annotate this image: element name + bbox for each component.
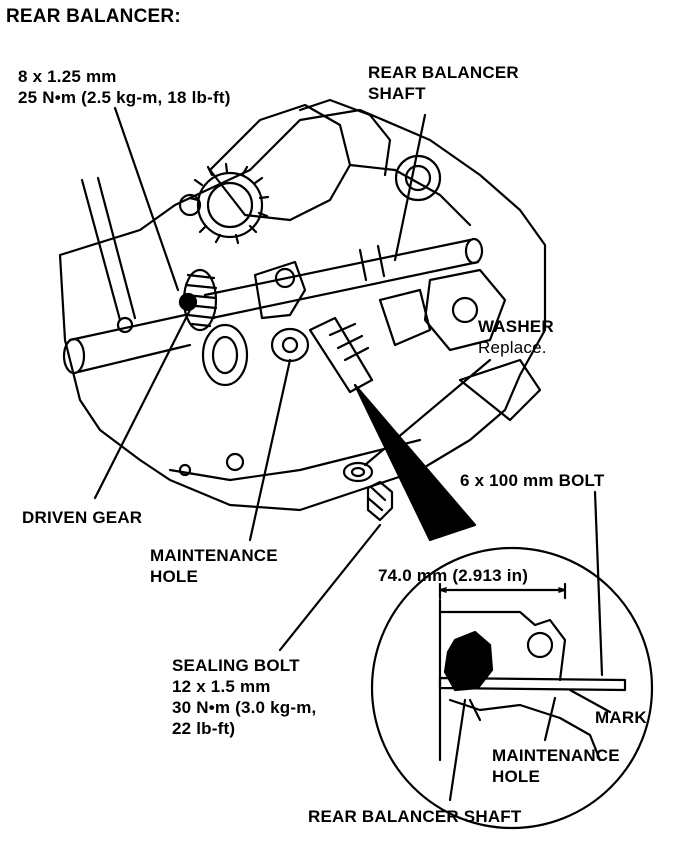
leader-detail-shaft [448, 698, 467, 802]
sealing-bolt-line3: 30 N•m (3.0 kg-m, [172, 698, 317, 717]
boss-top-right [394, 154, 442, 202]
sealing-bolt [366, 480, 394, 522]
left-shaft [68, 313, 187, 342]
washer-note: Replace. [478, 338, 547, 357]
page-title: REAR BALANCER: [6, 6, 181, 27]
dimension-label: 74.0 mm (2.913 in) [378, 566, 529, 585]
zoom-wedge [353, 383, 477, 542]
leader-driven-gear [93, 308, 192, 500]
detail-circle [370, 546, 654, 830]
inserted-bolt [308, 316, 374, 394]
rear-balancer-shaft-line1: REAR BALANCER [368, 63, 519, 82]
leader-bolt-spec [113, 106, 180, 292]
leader-detail-maintenance-hole [543, 696, 557, 742]
driven-gear-label: DRIVEN GEAR [22, 508, 143, 527]
mark-label: MARK [595, 708, 647, 727]
washer-label: WASHER Replace. [478, 316, 554, 358]
long-bolt-label: 6 x 100 mm BOLT [460, 471, 605, 490]
leader-long-bolt [593, 490, 604, 677]
bolt-spec-torque: 25 N•m (2.5 kg-m, 18 lb-ft) [18, 88, 231, 107]
maintenance-hole-label: MAINTENANCE HOLE [150, 545, 278, 587]
detail-shaft-label: REAR BALANCER SHAFT [308, 807, 522, 826]
rear-balancer-shaft [203, 238, 472, 297]
sealing-bolt-line1: SEALING BOLT [172, 656, 300, 675]
driven-gear [178, 268, 218, 332]
washer [342, 461, 374, 483]
leader-mark [568, 688, 612, 714]
maintenance-hole [270, 327, 310, 363]
detail-maintenance-hole-label: MAINTENANCE HOLE [492, 745, 620, 787]
rear-balancer-shaft-line2: SHAFT [368, 84, 426, 103]
washer-label-text: WASHER [478, 317, 554, 336]
engine-block-outline [58, 108, 547, 512]
rear-balancer-shaft-label: REAR BALANCER SHAFT [368, 62, 519, 104]
leader-maintenance-hole [248, 358, 292, 542]
maintenance-hole-line1: MAINTENANCE [150, 546, 278, 565]
leader-sealing-bolt [278, 523, 382, 652]
sealing-bolt-line2: 12 x 1.5 mm [172, 677, 271, 696]
sprocket [178, 162, 270, 245]
detail-maintenance-hole-line2: HOLE [492, 767, 541, 786]
bolt-spec-size: 8 x 1.25 mm [18, 67, 117, 86]
leader-washer [363, 358, 492, 467]
detail-shaft-section [443, 630, 494, 692]
shaft-bracket [253, 260, 307, 320]
sealing-bolt-label: SEALING BOLT 12 x 1.5 mm 30 N•m (3.0 kg-… [172, 655, 316, 739]
bolt-spec-label: 8 x 1.25 mm 25 N•m (2.5 kg-m, 18 lb-ft) [18, 66, 231, 108]
maintenance-hole-line2: HOLE [150, 567, 199, 586]
sealing-bolt-line4: 22 lb-ft) [172, 719, 236, 738]
upper-housing [208, 103, 352, 222]
detail-maintenance-hole-line1: MAINTENANCE [492, 746, 620, 765]
leader-rear-balancer-shaft [393, 113, 427, 262]
detail-bolt [438, 676, 627, 692]
left-rod [80, 178, 122, 322]
